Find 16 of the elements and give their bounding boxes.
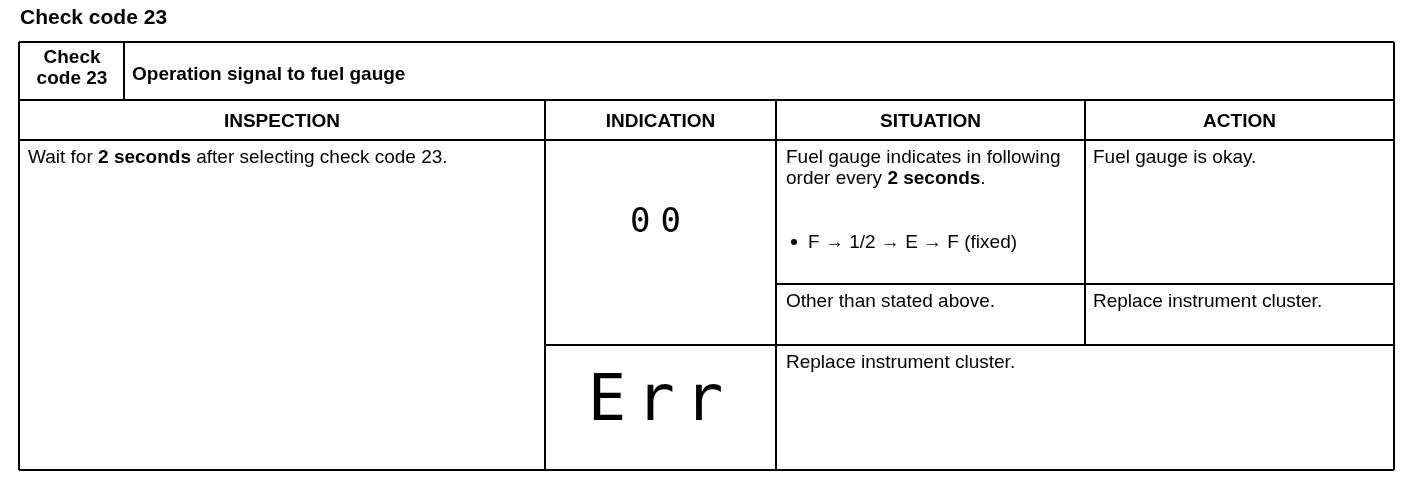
column-header: INDICATION [604, 110, 717, 131]
column-header: ACTION [1202, 110, 1277, 131]
cell-text: Wait for 2 seconds after selecting check code 23. [28, 146, 449, 167]
header-text: Operation signal to fuel gauge [132, 63, 407, 84]
column-header: INSPECTION [222, 110, 342, 131]
cell-text: Replace instrument cluster. [786, 351, 1017, 372]
title: Check code 23 [20, 5, 168, 29]
cell-text: Fuel gauge indicates in following order every 2 seconds. [786, 146, 1062, 188]
cell-text: Replace instrument cluster. [1093, 290, 1324, 311]
indicator-display: 00 [629, 200, 692, 240]
cell-text: Other than stated above. [786, 290, 997, 311]
column-header: SITUATION [879, 110, 982, 131]
header-text: Check code 23 [35, 46, 109, 88]
indicator-display: Err [586, 362, 735, 434]
cell-text: Fuel gauge is okay. [1093, 146, 1258, 167]
bullet-item: F → 1/2 → E → F (fixed) [808, 231, 1019, 252]
